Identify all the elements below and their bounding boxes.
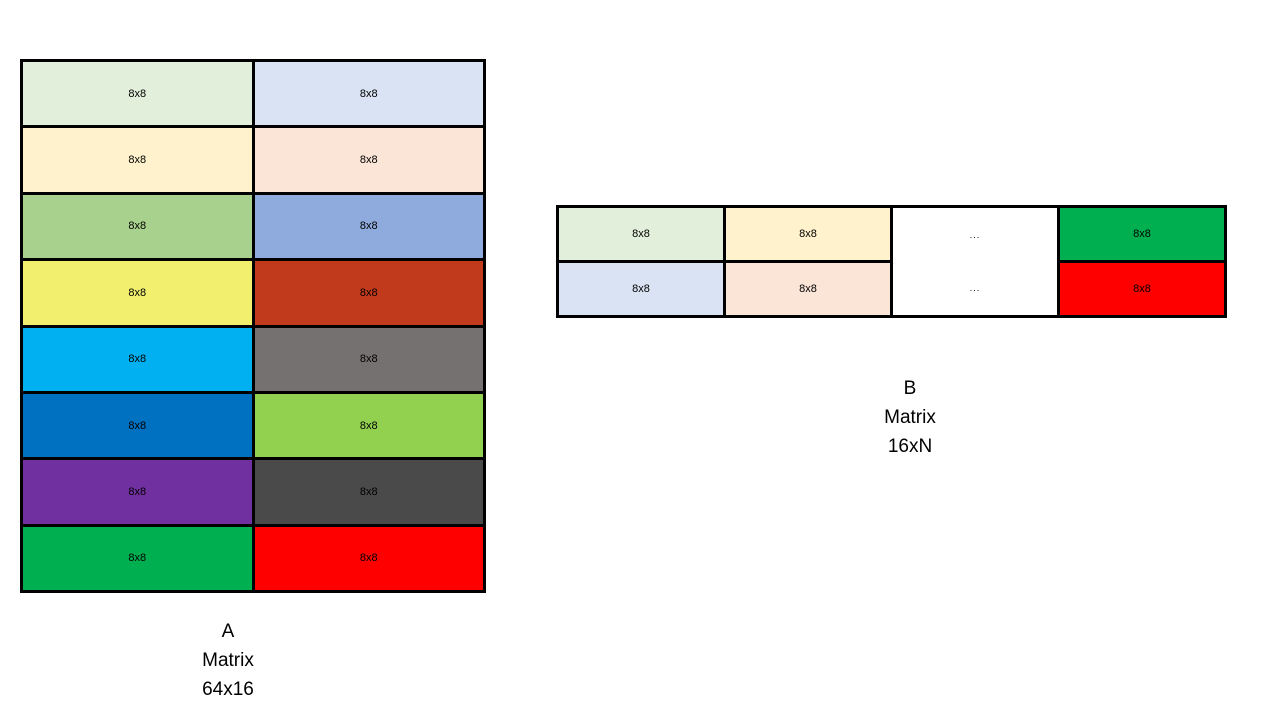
matrix-a-cell-r1c1: 8x8 (23, 62, 252, 126)
matrix-a-caption-word: Matrix (202, 650, 254, 671)
matrix-b-cell-r2c4: 8x8 (1060, 263, 1224, 315)
matrix-b-ellipsis-row1: ... (969, 229, 981, 240)
matrix-b: 8x8 8x8 ... ... 8x8 8x8 8x8 8x8 (556, 205, 1227, 318)
matrix-a-cell-r7c2: 8x8 (254, 460, 483, 524)
matrix-b-dimensions: 16xN (887, 436, 933, 457)
matrix-b-caption: B Matrix 16xN (800, 374, 1020, 461)
matrix-a-name: A (221, 621, 235, 642)
matrix-b-ellipsis-cell: ... ... (893, 208, 1057, 315)
matrix-a: 8x8 8x8 8x8 8x8 8x8 8x8 8x8 8x8 8x8 8x8 … (20, 59, 486, 593)
matrix-a-cell-r2c1: 8x8 (23, 128, 252, 192)
matrix-a-dimensions: 64x16 (202, 679, 254, 700)
matrix-a-cell-r3c2: 8x8 (254, 194, 483, 259)
matrix-b-cell-r1c2: 8x8 (726, 208, 890, 260)
matrix-a-cell-r4c1: 8x8 (23, 261, 252, 325)
matrix-b-caption-word: Matrix (884, 407, 936, 428)
matrix-a-cell-r1c2: 8x8 (254, 62, 483, 126)
matrix-b-name: B (903, 378, 917, 399)
matrix-a-cell-r5c1: 8x8 (23, 327, 252, 391)
matrix-b-ellipsis-row2: ... (969, 283, 981, 294)
matrix-b-cell-r1c4: 8x8 (1060, 208, 1224, 260)
matrix-b-cell-r2c2: 8x8 (726, 263, 890, 315)
matrix-a-cell-r7c1: 8x8 (23, 460, 252, 524)
matrix-a-cell-r4c2: 8x8 (254, 261, 483, 325)
matrix-a-cell-r5c2: 8x8 (254, 327, 483, 391)
matrix-a-cell-r8c2: 8x8 (254, 526, 483, 590)
matrix-a-cell-r3c1: 8x8 (23, 194, 252, 259)
matrix-a-cell-r2c2: 8x8 (254, 128, 483, 192)
matrix-b-cell-r1c1: 8x8 (559, 208, 723, 260)
matrix-a-cell-r6c1: 8x8 (23, 393, 252, 458)
matrix-a-cell-r6c2: 8x8 (254, 393, 483, 458)
matrix-b-cell-r2c1: 8x8 (559, 263, 723, 315)
matrix-a-cell-r8c1: 8x8 (23, 526, 252, 590)
matrix-a-caption: A Matrix 64x16 (118, 617, 338, 704)
